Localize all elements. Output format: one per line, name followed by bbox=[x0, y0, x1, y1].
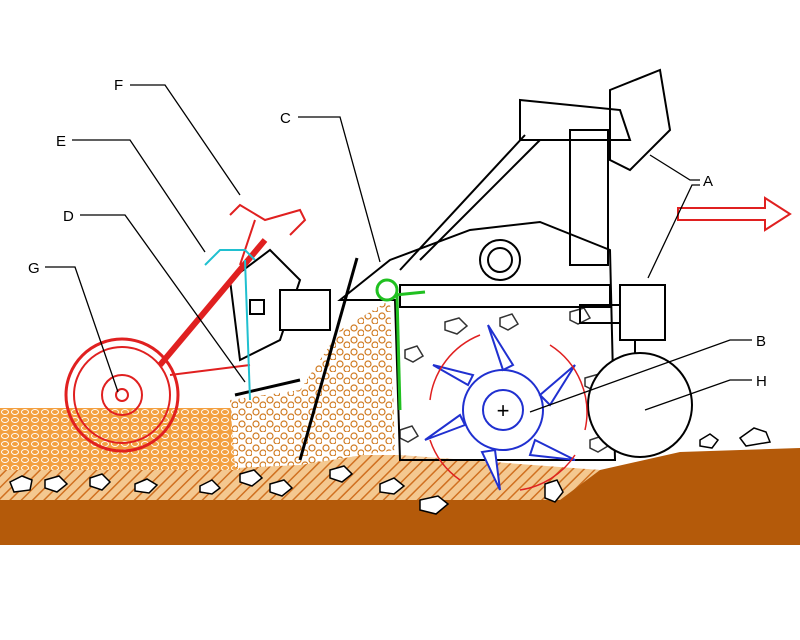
label-g: G bbox=[28, 260, 40, 277]
rotor-center-mark: + bbox=[497, 398, 510, 423]
label-f: F bbox=[114, 77, 123, 94]
adjuster-link bbox=[204, 249, 256, 401]
label-b: B bbox=[756, 333, 766, 350]
label-h: H bbox=[756, 373, 767, 390]
leader-lines bbox=[45, 84, 752, 413]
stones bbox=[9, 307, 772, 515]
spring-icon bbox=[375, 278, 426, 411]
direction-arrow-icon bbox=[677, 196, 792, 232]
label-e: E bbox=[56, 133, 66, 150]
label-d: D bbox=[63, 208, 74, 225]
ground bbox=[0, 300, 800, 545]
label-c: C bbox=[280, 110, 291, 127]
rotation-arrows bbox=[429, 334, 588, 491]
packer-roller bbox=[587, 352, 693, 458]
label-a: A bbox=[703, 173, 713, 190]
rotor bbox=[424, 324, 576, 491]
depth-wheel bbox=[64, 203, 307, 453]
